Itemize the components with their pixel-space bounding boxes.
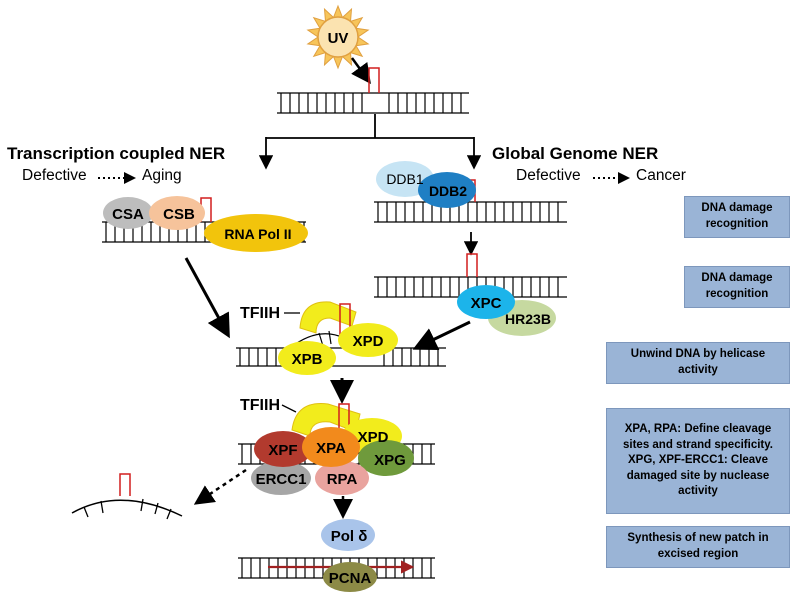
xpd-protein [338,323,398,357]
dna-helicase [236,347,446,367]
pcna-protein [323,562,377,592]
pol-delta-protein [321,519,375,551]
gg-defective-label: Defective [516,167,581,184]
tc-outcome-label: Aging [142,167,182,184]
gg-outcome-label: Cancer [636,167,686,184]
excised-fragment [71,473,183,520]
ddb1-label: DDB1 [386,171,424,187]
lesion-icon [119,473,131,496]
lesion-icon [368,67,380,93]
lesion-icon [339,303,351,338]
tfiih-label: TFIIH [240,397,280,414]
hr23b-label: HR23B [505,311,551,327]
lesion-icon [466,253,478,277]
uv-sun-icon [306,4,370,70]
xpb-protein [278,341,336,375]
xpg-label: XPG [374,452,406,469]
rna-pol-label: RNA Pol II [224,226,291,242]
xpd-label: XPD [353,333,384,350]
step-box-incision: XPA, RPA: Define cleavage sites and stra… [606,408,790,514]
lesion-icon [338,403,350,440]
xpa-label: XPA [316,440,346,457]
rna-pol-protein [204,214,308,252]
step-box-unwind: Unwind DNA by helicase activity [606,342,790,384]
pol-delta-label: Pol δ [331,528,368,545]
gg-ner-title: Global Genome NER [492,144,659,163]
step-box-synthesis: Synthesis of new patch in excised region [606,526,790,568]
xpa-protein [302,427,360,467]
step-box-recognition-1: DNA damage recognition [684,196,790,238]
xpd-label: XPD [358,429,389,446]
xpg-protein [358,440,414,476]
xpc-protein [457,285,515,319]
pcna-label: PCNA [329,570,372,587]
csa-protein [103,197,153,229]
uv-label: UV [328,30,349,47]
dna-top [277,67,469,114]
csa-label: CSA [112,206,144,223]
xpf-protein [254,431,312,467]
csb-protein [149,196,205,230]
xpb-label: XPB [292,351,323,368]
rpa-label: RPA [327,471,358,488]
rpa-protein [315,461,369,495]
ddb2-protein [418,172,476,208]
csb-label: CSB [163,206,195,223]
xpf-label: XPF [268,442,297,459]
tc-ner-title: Transcription coupled NER [7,144,226,163]
xpc-label: XPC [471,295,502,312]
tfiih-label: TFIIH [240,305,280,322]
ddb2-label: DDB2 [429,183,467,199]
step-box-recognition-2: DNA damage recognition [684,266,790,308]
tc-defective-label: Defective [22,167,87,184]
ercc1-protein [251,461,311,495]
ercc1-label: ERCC1 [256,471,307,488]
